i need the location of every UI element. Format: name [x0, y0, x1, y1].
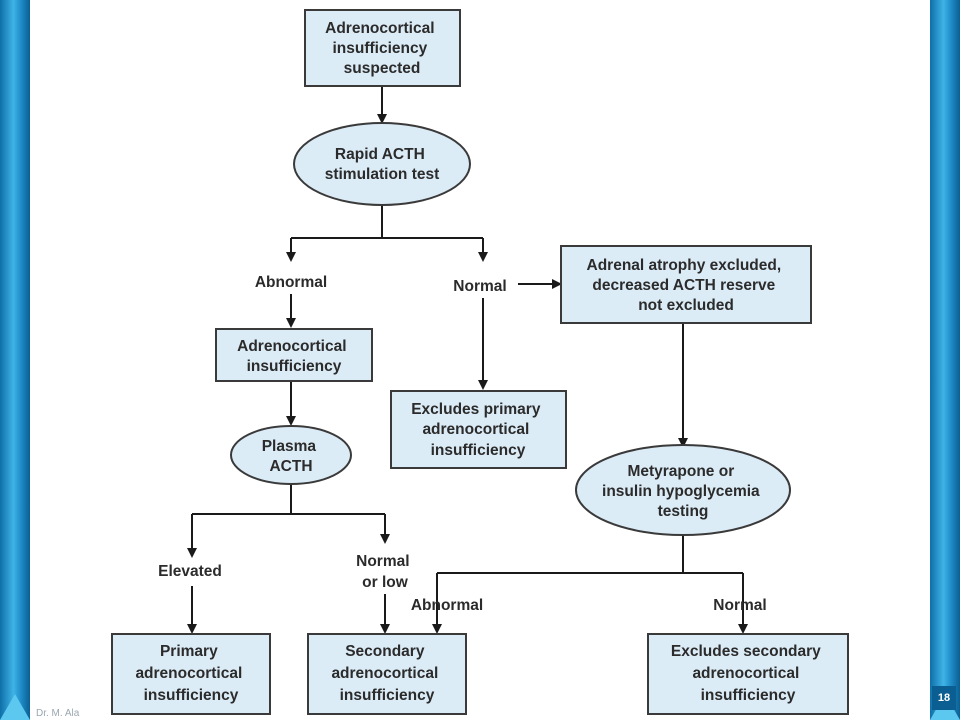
node-plasma-acth-line-1: Plasma — [262, 438, 317, 455]
node-secondary-line-3: insufficiency — [340, 687, 435, 704]
node-metyrapone-line-1: Metyrapone or — [627, 463, 734, 480]
node-excludes-secondary-line-3: insufficiency — [701, 687, 796, 704]
node-primary-text: Primary adrenocortical insufficiency — [135, 643, 246, 704]
node-insufficiency-line-1: Adrenocortical — [237, 338, 346, 355]
node-excludes-primary-line-3: insufficiency — [431, 442, 526, 459]
node-secondary-text: Secondary adrenocortical insufficiency — [331, 643, 442, 704]
node-rapid-acth-line-1: Rapid ACTH — [335, 146, 425, 163]
node-primary-box — [111, 633, 271, 715]
node-primary-line-1: Primary — [160, 643, 218, 660]
edge-label-normal-or-low-line-2: or low — [362, 574, 409, 591]
node-excludes-secondary-line-1: Excludes secondary — [671, 643, 821, 660]
edge-label-elevated: Elevated — [158, 563, 222, 580]
left-frame-bar — [0, 0, 30, 720]
node-metyrapone-oval — [575, 444, 791, 536]
edge-label-normal-or-low-line-1: Normal — [356, 553, 409, 570]
node-atrophy-line-3: not excluded — [638, 297, 734, 314]
node-excludes-primary-text: Excludes primary adrenocortical insuffic… — [411, 401, 545, 459]
node-primary-line-2: adrenocortical — [135, 665, 242, 682]
node-excludes-secondary-text: Excludes secondary adrenocortical insuff… — [671, 643, 825, 704]
node-atrophy-box — [560, 245, 812, 324]
node-excludes-secondary-box — [647, 633, 849, 715]
node-shapes — [111, 9, 849, 715]
connectors — [187, 86, 748, 634]
node-secondary-line-1: Secondary — [345, 643, 425, 660]
node-metyrapone-line-2: insulin hypoglycemia — [602, 483, 760, 500]
node-suspected-line-1: Adrenocortical — [325, 20, 434, 37]
node-primary-line-3: insufficiency — [144, 687, 239, 704]
node-suspected-text: Adrenocortical insufficiency suspected — [325, 20, 439, 77]
node-suspected-line-2: insufficiency — [332, 40, 427, 57]
node-suspected-box — [304, 9, 461, 87]
flowchart: Adrenocortical insufficiency suspected R… — [111, 9, 849, 715]
node-atrophy-line-1: Adrenal atrophy excluded, — [587, 257, 782, 274]
node-suspected-line-3: suspected — [344, 60, 421, 77]
node-secondary-line-2: adrenocortical — [331, 665, 438, 682]
node-excludes-primary-box — [390, 390, 567, 469]
node-excludes-secondary-line-2: adrenocortical — [692, 665, 799, 682]
node-metyrapone-line-3: testing — [658, 503, 709, 520]
edge-label-abnormal-2: Abnormal — [411, 597, 483, 614]
node-insufficiency-box — [215, 328, 373, 382]
footer-author: Dr. M. Ala — [36, 708, 80, 719]
flowchart-canvas: Adrenocortical insufficiency suspected R… — [30, 0, 930, 720]
node-atrophy-line-2: decreased ACTH reserve — [592, 277, 775, 294]
node-metyrapone-text: Metyrapone or insulin hypoglycemia testi… — [602, 463, 764, 520]
node-insufficiency-line-2: insufficiency — [247, 358, 342, 375]
node-secondary-box — [307, 633, 467, 715]
node-plasma-acth-text: Plasma ACTH — [262, 438, 321, 475]
right-frame-bar — [930, 0, 960, 720]
left-frame-arrow — [0, 694, 30, 720]
page-number-badge: 18 — [932, 686, 956, 710]
node-excludes-primary-line-2: adrenocortical — [422, 421, 529, 438]
node-atrophy-text: Adrenal atrophy excluded, decreased ACTH… — [587, 257, 786, 314]
node-plasma-acth-line-2: ACTH — [269, 458, 312, 475]
edge-label-abnormal-1: Abnormal — [255, 274, 327, 291]
edge-label-normal-or-low: Normal or low — [356, 553, 414, 591]
node-rapid-acth-line-2: stimulation test — [325, 166, 440, 183]
node-excludes-primary-line-1: Excludes primary — [411, 401, 541, 418]
node-rapid-acth-text: Rapid ACTH stimulation test — [325, 146, 440, 183]
node-rapid-acth-oval — [293, 122, 471, 206]
node-insufficiency-text: Adrenocortical insufficiency — [237, 338, 351, 375]
edge-label-normal-2: Normal — [713, 597, 766, 614]
node-plasma-acth-oval — [230, 425, 352, 485]
edge-label-normal-1: Normal — [453, 278, 506, 295]
